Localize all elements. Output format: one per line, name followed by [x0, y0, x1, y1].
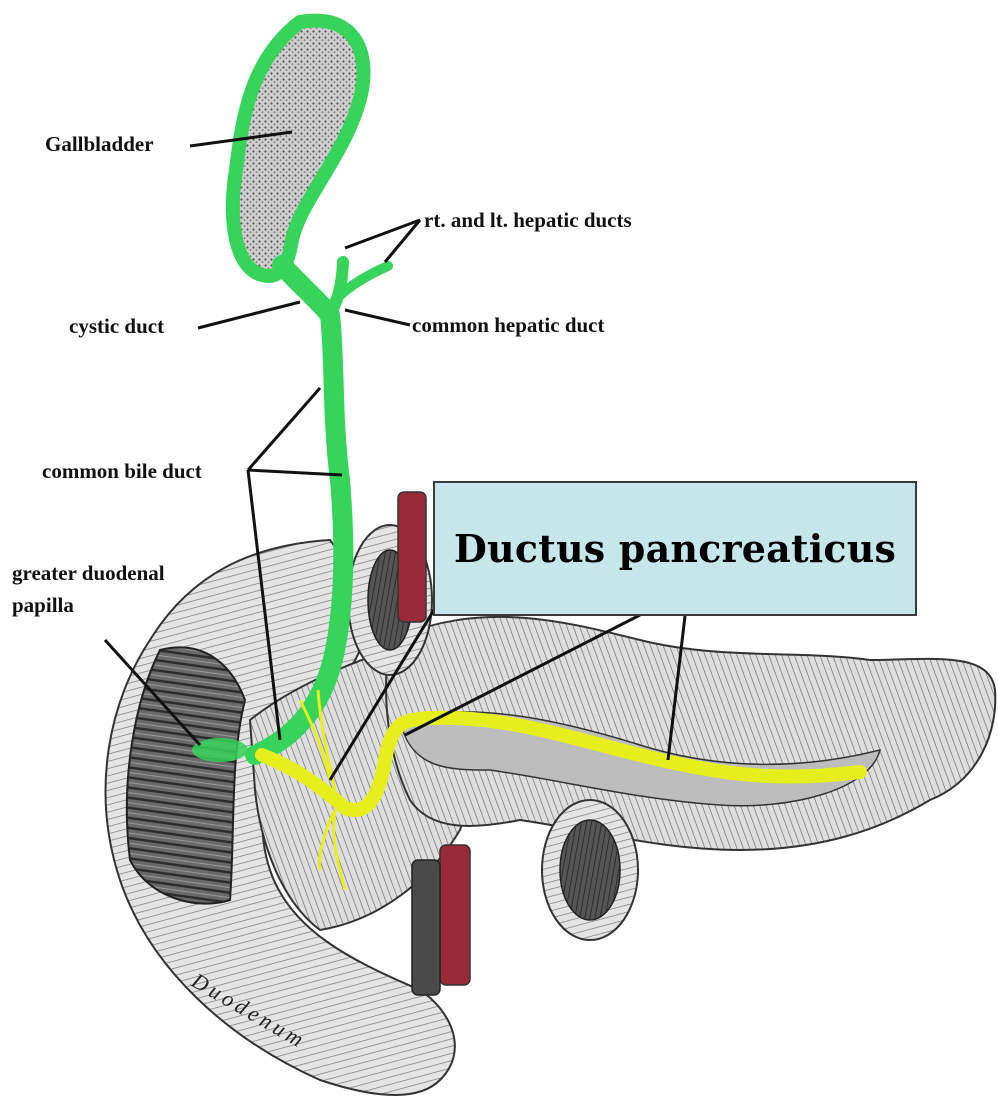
cystic-duct-label: cystic duct — [69, 314, 164, 338]
papilla-label-line2: papilla — [12, 593, 74, 617]
common-bile-duct-label: common bile duct — [42, 459, 202, 483]
vessel-lower — [440, 845, 470, 985]
ductus-pancreaticus-callout: Ductus pancreaticus — [433, 481, 917, 616]
gallbladder-label: Gallbladder — [45, 132, 154, 156]
common-hepatic-duct-label: common hepatic duct — [412, 313, 605, 337]
papilla-label-line1: greater duodenal — [12, 561, 165, 585]
callout-text: Ductus pancreaticus — [454, 526, 896, 571]
gallbladder-organ — [233, 21, 364, 276]
vessel-upper — [398, 492, 426, 622]
hepatic-ducts-label: rt. and lt. hepatic ducts — [424, 208, 632, 232]
